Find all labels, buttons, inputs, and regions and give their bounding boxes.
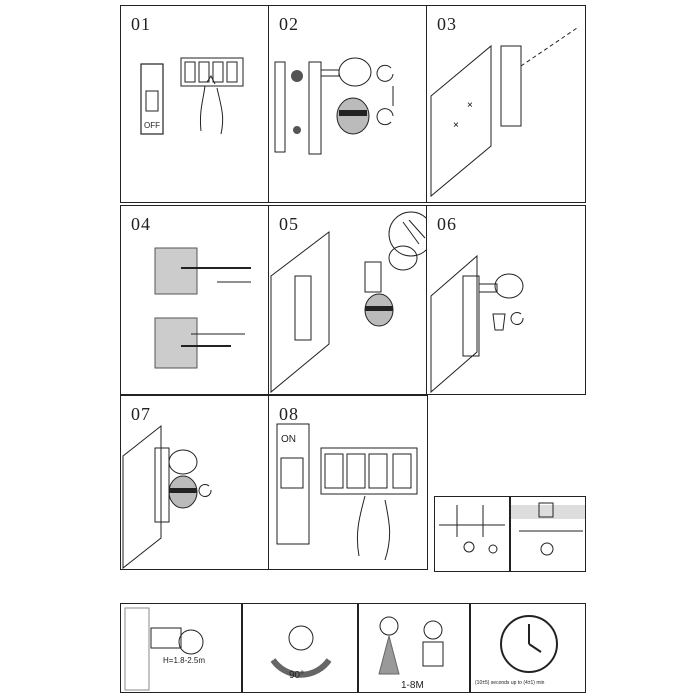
- step-06-number: 06: [437, 214, 457, 234]
- ceiling-wiring-diagram: [439, 505, 505, 554]
- ceiling-wiring-diagram-alt: [511, 502, 585, 556]
- step-05-panel: 05: [268, 205, 428, 395]
- delay-time-label: (10±5) seconds up to (4±1) min: [475, 680, 545, 686]
- step-08-panel: 08 ON: [268, 395, 428, 570]
- detection-range-label: 1-8M: [401, 680, 424, 691]
- wiring-mount-illustration: [270, 211, 427, 394]
- cover-attach-illustration: [122, 424, 212, 569]
- step-04-panel: 04: [120, 205, 270, 395]
- detection-angle-label: 90°: [289, 670, 305, 681]
- spec-range-panel: 1-8M: [358, 603, 470, 693]
- step-07-panel: 07: [120, 395, 270, 570]
- delay-timer-icon: [500, 615, 558, 673]
- bulb-insert-illustration: [430, 254, 524, 394]
- switch-off-label: OFF: [144, 121, 160, 130]
- step-05-number: 05: [279, 214, 299, 234]
- step-01-number: 01: [131, 14, 151, 34]
- switch-on-illustration: [276, 423, 418, 561]
- switch-on-label: ON: [281, 434, 296, 445]
- step-06-panel: 06: [426, 205, 586, 395]
- wiring-detail-panel-2: [510, 496, 586, 572]
- wall-plug-illustration: [154, 247, 251, 369]
- wall-drilling-illustration: × ×: [430, 27, 578, 198]
- step-08-number: 08: [279, 404, 299, 424]
- mounting-height-icon: [124, 607, 204, 691]
- step-04-number: 04: [131, 214, 151, 234]
- spec-angle-panel: 90°: [242, 603, 358, 693]
- step-03-number: 03: [437, 14, 457, 34]
- step-01-panel: 01 OFF: [120, 5, 270, 203]
- spec-height-panel: H=1.8-2.5m: [120, 603, 242, 693]
- step-07-number: 07: [131, 404, 151, 424]
- fixture-disassembly-illustration: [274, 57, 394, 155]
- svg-text:×: ×: [467, 100, 473, 111]
- mounting-height-label: H=1.8-2.5m: [163, 656, 206, 665]
- svg-text:×: ×: [453, 120, 459, 131]
- step-02-panel: 02: [268, 5, 428, 203]
- step-03-panel: 03 × ×: [426, 5, 586, 203]
- switch-off-illustration: [140, 57, 244, 135]
- detection-angle-icon: [270, 625, 332, 678]
- spec-time-panel: (10±5) seconds up to (4±1) min: [470, 603, 586, 693]
- wiring-detail-panel-1: [434, 496, 510, 572]
- step-02-number: 02: [279, 14, 299, 34]
- detection-range-icon: [378, 616, 444, 675]
